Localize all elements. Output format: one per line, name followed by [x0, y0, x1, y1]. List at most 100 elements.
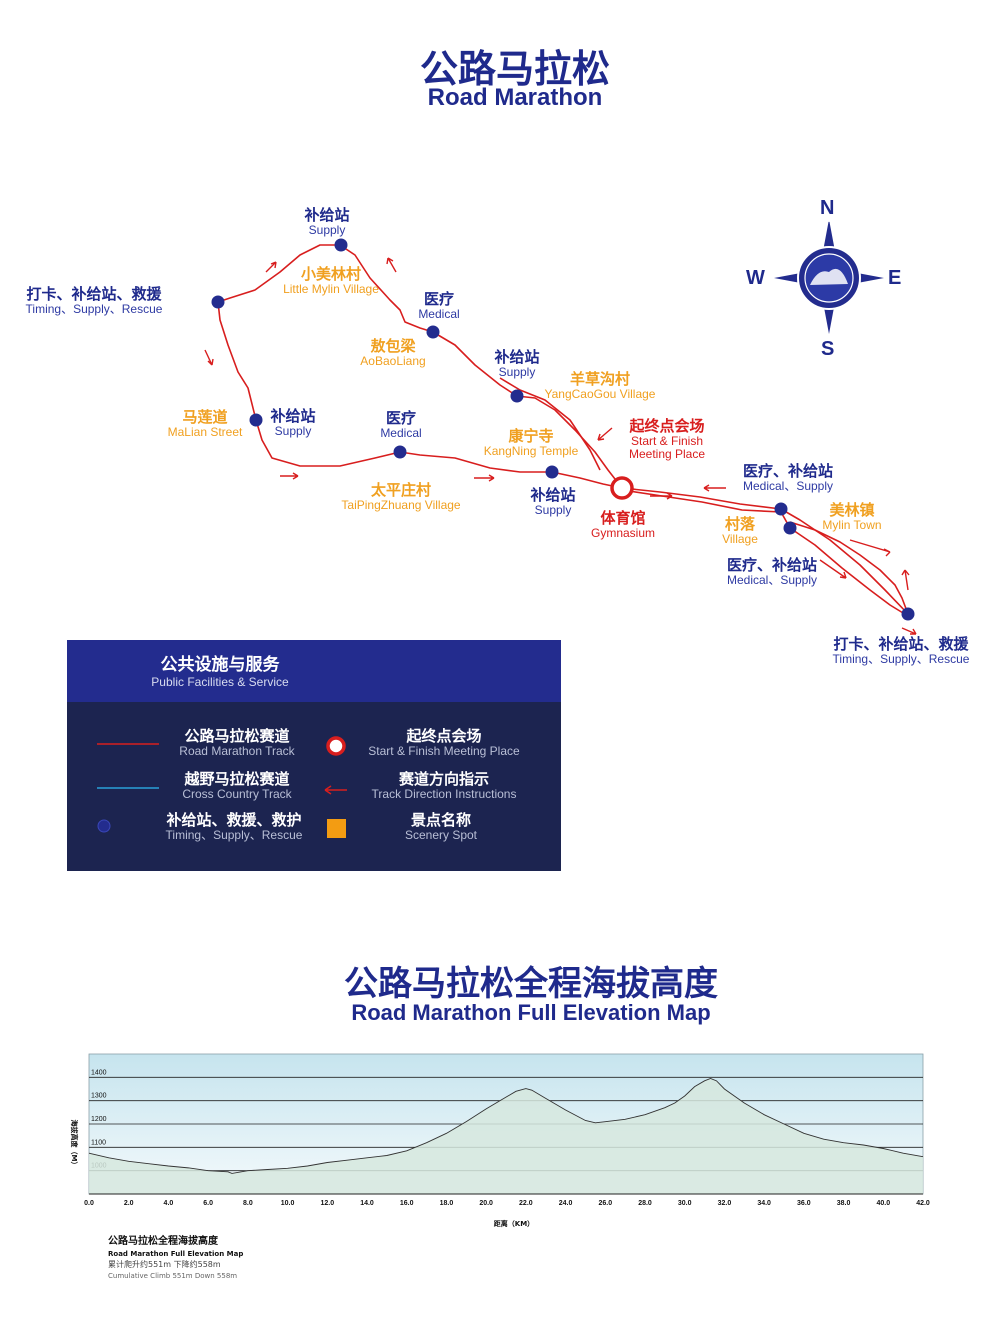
- station-marker: [510, 389, 524, 403]
- elevation-line: [88, 1078, 924, 1174]
- label-start-finish: 起终点会场 Start & Finish Meeting Place: [628, 417, 706, 461]
- x-tick-label: 42.0: [916, 1200, 930, 1207]
- caption-stats-en: Cumulative Climb 551m Down 558m: [108, 1272, 238, 1280]
- x-tick-label: 36.0: [797, 1200, 811, 1207]
- caption-en: Road Marathon Full Elevation Map: [108, 1250, 244, 1258]
- direction-arrow: [703, 484, 726, 492]
- route-map: [204, 221, 917, 635]
- x-tick-label: 4.0: [164, 1200, 174, 1207]
- x-tick-label: 12.0: [320, 1200, 334, 1207]
- x-tick-label: 24.0: [559, 1200, 573, 1207]
- elevation-title-cn: 公路马拉松全程海拔高度: [344, 964, 718, 1004]
- station-marker: [211, 295, 225, 309]
- y-tick-label: 1200: [91, 1116, 107, 1123]
- station-marker: [774, 502, 788, 516]
- page-title-cn: 公路马拉松: [419, 47, 610, 91]
- y-tick-label: 1300: [91, 1093, 107, 1100]
- legend-arrow-icon: [324, 785, 347, 795]
- x-tick-label: 8.0: [243, 1200, 253, 1207]
- compass-east: E: [888, 267, 902, 289]
- direction-arrow: [265, 261, 277, 273]
- road-track-loop-2: [499, 377, 601, 471]
- station-marker: [783, 521, 797, 535]
- road-track-loop: [217, 244, 623, 489]
- page-title-en: Road Marathon: [427, 84, 603, 111]
- direction-arrow: [204, 349, 214, 366]
- legend-station-dot: [97, 819, 111, 833]
- compass-rose: [774, 221, 884, 334]
- legend-title-en: Public Facilities & Service: [151, 674, 289, 689]
- road-track-east-3: [789, 521, 909, 615]
- x-tick-label: 34.0: [757, 1200, 771, 1207]
- y-tick-label: 1400: [91, 1069, 107, 1076]
- elevation-chart: 100011001200130014000.02.04.06.08.010.01…: [70, 1053, 930, 1228]
- x-tick-label: 32.0: [718, 1200, 732, 1207]
- elevation-title-en: Road Marathon Full Elevation Map: [351, 1000, 711, 1025]
- direction-arrow: [474, 474, 495, 482]
- x-tick-label: 40.0: [876, 1200, 890, 1207]
- road-track-east-1: [621, 487, 909, 615]
- x-tick-label: 26.0: [598, 1200, 612, 1207]
- x-tick-label: 18.0: [440, 1200, 454, 1207]
- direction-arrow: [849, 539, 891, 557]
- x-tick-label: 22.0: [519, 1200, 533, 1207]
- elevation-area: [89, 1078, 923, 1194]
- direction-arrow: [650, 492, 673, 500]
- x-tick-label: 16.0: [400, 1200, 414, 1207]
- station-marker: [334, 238, 348, 252]
- legend-title-cn: 公共设施与服务: [160, 655, 280, 675]
- y-axis-label: 海拔高度（M）: [70, 1120, 79, 1169]
- station-marker: [393, 445, 407, 459]
- x-tick-label: 28.0: [638, 1200, 652, 1207]
- y-tick-label: 1100: [91, 1139, 106, 1146]
- direction-arrow: [386, 257, 397, 273]
- compass-north: N: [820, 197, 835, 219]
- compass-south: S: [821, 338, 835, 360]
- caption-cn: 公路马拉松全程海拔高度: [108, 1236, 218, 1247]
- station-marker: [545, 465, 559, 479]
- caption-stats-cn: 累计爬升约551m 下降约558m: [108, 1260, 221, 1269]
- compass-west: W: [746, 267, 765, 289]
- x-tick-label: 0.0: [84, 1200, 94, 1207]
- x-tick-label: 20.0: [479, 1200, 493, 1207]
- start-finish-marker: [610, 476, 634, 500]
- station-marker: [901, 607, 915, 621]
- station-marker: [249, 413, 263, 427]
- direction-arrow: [819, 559, 847, 579]
- direction-arrow: [901, 627, 917, 635]
- direction-arrow: [597, 427, 613, 441]
- x-tick-label: 10.0: [281, 1200, 295, 1207]
- direction-arrow: [901, 569, 910, 591]
- legend-scenery-square: [327, 819, 346, 838]
- x-axis-label: 距离（KM）: [494, 1219, 534, 1228]
- x-tick-label: 38.0: [837, 1200, 851, 1207]
- x-tick-label: 30.0: [678, 1200, 692, 1207]
- direction-arrow: [280, 472, 299, 480]
- x-tick-label: 2.0: [124, 1200, 134, 1207]
